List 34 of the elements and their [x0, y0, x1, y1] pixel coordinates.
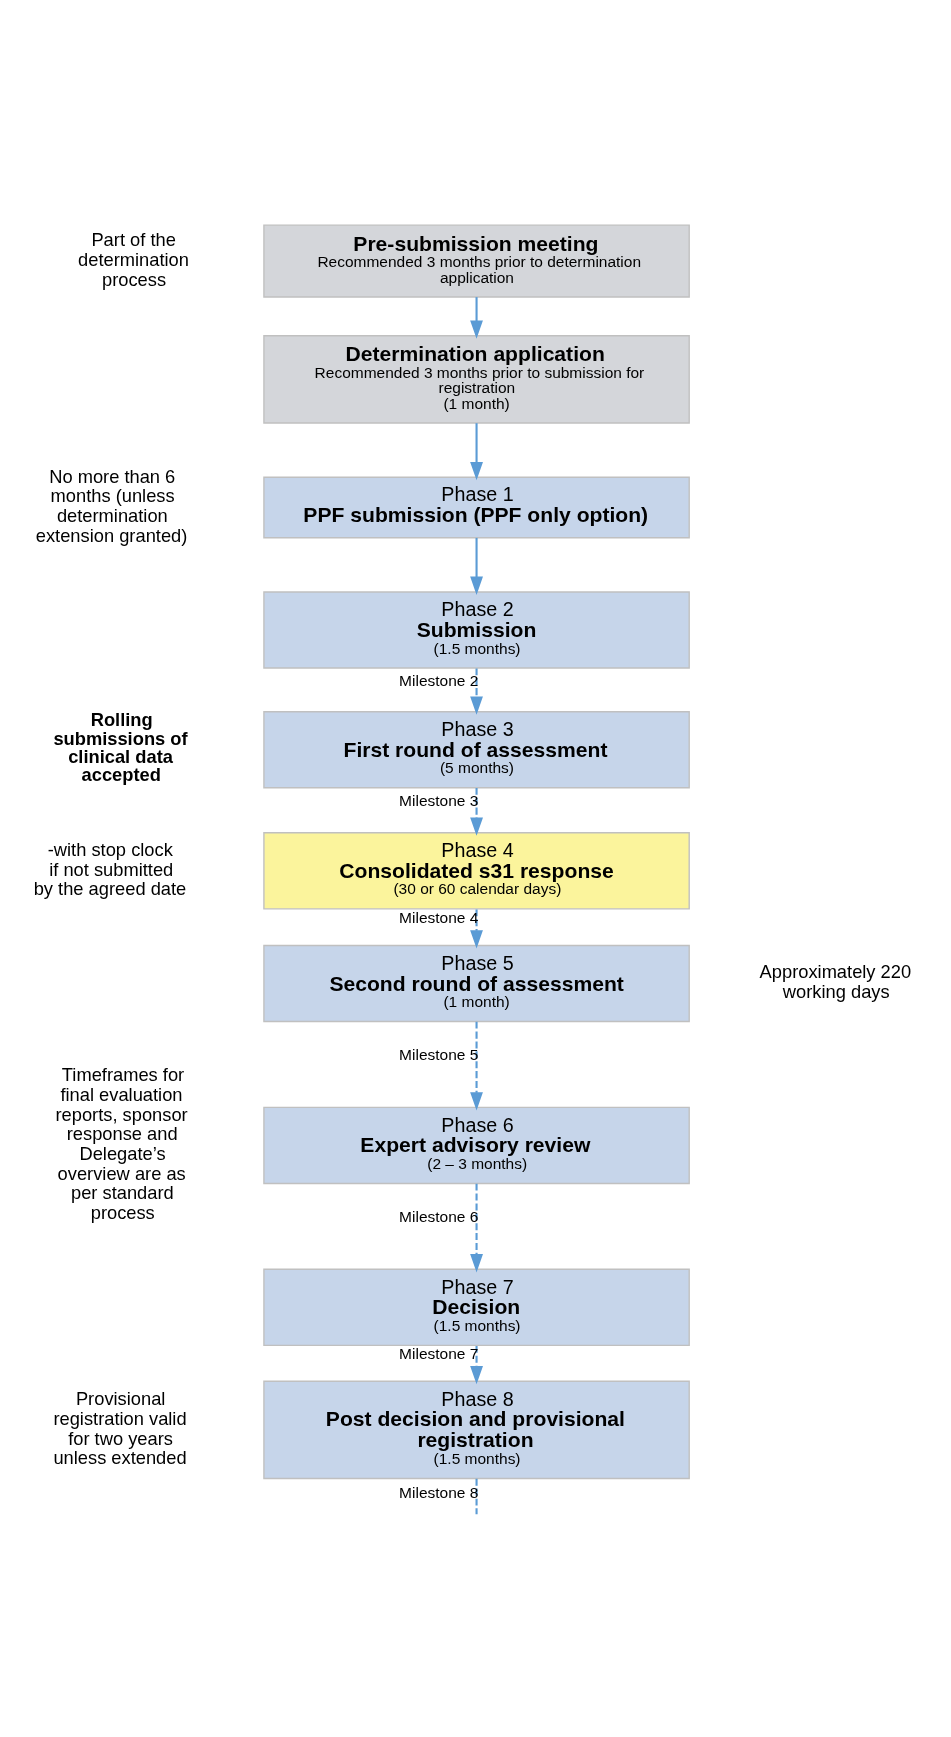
- node-box: Phase 5 Second round of assessment (1 month): [263, 944, 690, 1023]
- node-box: Phase 7 Decision (1.5 months): [263, 1268, 690, 1347]
- label: Provisional registration valid for two years unless extended: [53, 1388, 187, 1469]
- node-box: Phase 1 PPF submission (PPF only option): [263, 476, 690, 539]
- edge-label: Milestone 5: [399, 1046, 479, 1064]
- connector: [475, 1478, 478, 1515]
- node-box: Phase 4 Consolidated s31 response (30 or 60 calendar days): [263, 832, 690, 910]
- edge-label: Milestone 6: [399, 1207, 479, 1225]
- node-box: Phase 8 Post decision and provisional registration (1.5 months): [263, 1380, 690, 1480]
- node-box: Phase 6 Expert advisory review (2 – 3 months): [263, 1106, 690, 1185]
- arrow: [470, 1183, 483, 1273]
- label: Timeframes for final evaluation reports, sponsor response and Delegate’s overview are as per standard process: [55, 1064, 188, 1224]
- label: Part of the determination process: [78, 229, 189, 290]
- edge-label: Milestone 3: [399, 791, 479, 809]
- arrow: [470, 423, 483, 481]
- label: Approximately 220 working days: [759, 961, 912, 1003]
- node-box: Pre-submission meeting Recommended 3 months prior to determination application: [263, 224, 690, 298]
- arrow: [470, 787, 483, 836]
- arrow: [470, 537, 483, 595]
- node-box: Phase 2 Submission (1.5 months): [263, 591, 690, 669]
- label: -with stop clock if not submitted by the agreed date: [33, 838, 187, 900]
- arrow: [470, 1346, 483, 1385]
- arrow: [470, 1021, 483, 1111]
- arrow: [470, 909, 483, 949]
- arrow: [470, 668, 483, 715]
- edge-label: Milestone 4: [399, 908, 479, 926]
- edge-label: Milestone 7: [399, 1344, 479, 1362]
- label: No more than 6 months (unless determination extension granted): [35, 465, 188, 546]
- arrow: [470, 297, 483, 339]
- node-box: Determination application Recommended 3 months prior to submission for registration (1 month): [263, 335, 690, 424]
- label: Rolling submissions of clinical data accepted: [53, 709, 188, 786]
- node-box: Phase 3 First round of assessment (5 months): [263, 710, 690, 789]
- edge-label: Milestone 8: [399, 1483, 479, 1501]
- edge-label: Milestone 2: [399, 671, 479, 689]
